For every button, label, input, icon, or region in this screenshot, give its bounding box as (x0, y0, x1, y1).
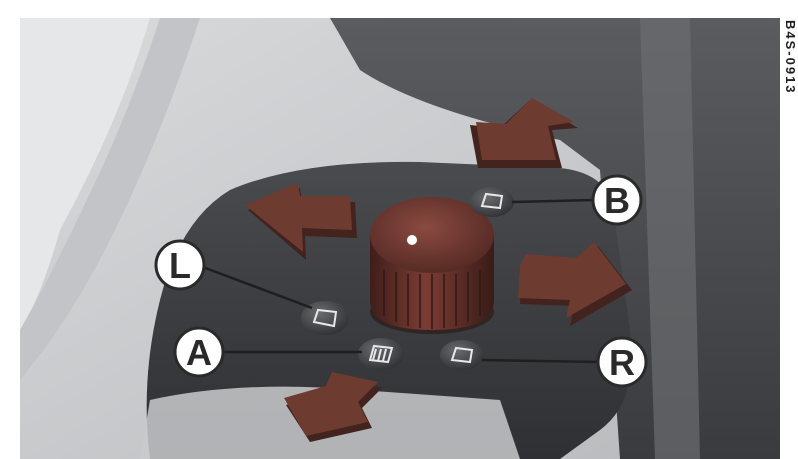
callout-label-b: B (604, 180, 630, 221)
fold-mirror-button[interactable] (470, 187, 514, 217)
figure-code: B4S-0913 (778, 20, 798, 130)
callout-a: A (175, 328, 223, 376)
callout-l: L (156, 241, 204, 289)
callout-label-r: R (609, 342, 635, 383)
callout-r: R (598, 338, 646, 386)
callout-label-a: A (186, 332, 212, 373)
callout-b: B (593, 176, 641, 224)
mirror-adjust-knob[interactable] (370, 197, 494, 334)
right-mirror-button[interactable] (440, 340, 484, 370)
callout-label-l: L (169, 245, 191, 286)
mirror-heating-button[interactable] (358, 338, 404, 370)
knob-indicator-dot (407, 235, 417, 245)
